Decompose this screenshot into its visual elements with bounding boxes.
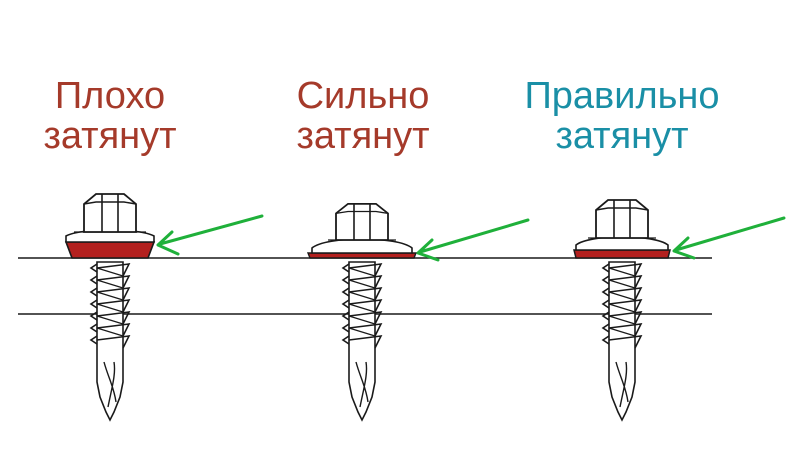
arrow-icon — [672, 216, 786, 260]
washer-thick — [64, 241, 156, 259]
screw-over-tightened — [306, 202, 418, 421]
washer-correct — [573, 249, 671, 259]
label-line1: Плохо — [54, 75, 166, 117]
screw-correctly-tightened — [573, 199, 671, 421]
arrow-icon — [156, 214, 264, 256]
label-line2: затянут — [43, 115, 177, 157]
label-correctly-tightened: Правильно затянут — [502, 76, 742, 156]
arrow-icon — [416, 218, 530, 262]
label-line1: Сильно — [296, 75, 430, 117]
label-line2: затянут — [555, 115, 689, 157]
label-line2: затянут — [296, 115, 430, 157]
screw-badly-tightened — [64, 193, 156, 421]
label-line1: Правильно — [524, 75, 720, 117]
label-over-tightened: Сильно затянут — [243, 76, 483, 156]
label-badly-tightened: Плохо затянут — [0, 76, 230, 156]
